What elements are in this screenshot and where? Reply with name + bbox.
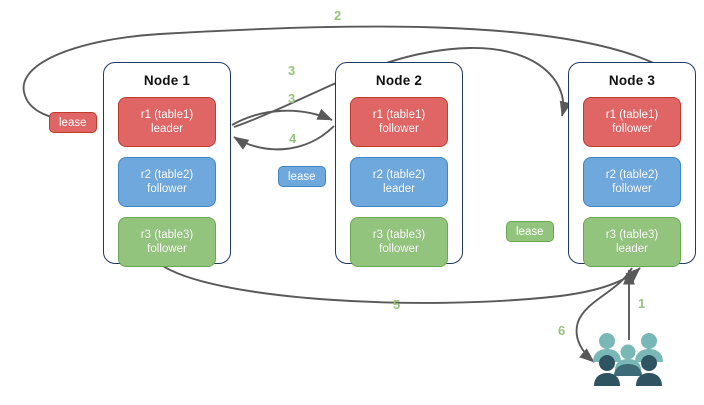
replica-node2-r3[interactable]: r3 (table3) follower xyxy=(350,217,448,267)
replica-node2-r2[interactable]: r2 (table2) leader xyxy=(350,157,448,207)
replica-name: r2 (table2) xyxy=(605,169,659,181)
replica-role: follower xyxy=(379,243,419,255)
replica-node3-r1[interactable]: r1 (table1) follower xyxy=(583,97,681,147)
step-label-5: 5 xyxy=(393,297,401,312)
replica-node3-r3[interactable]: r3 (table3) leader xyxy=(583,217,681,267)
replica-role: leader xyxy=(383,183,415,195)
edge-4-path xyxy=(233,125,335,151)
replica-name: r1 (table1) xyxy=(140,109,194,121)
replica-role: follower xyxy=(612,123,652,135)
replica-role: follower xyxy=(379,123,419,135)
step-label-2: 2 xyxy=(334,8,342,23)
replica-role: follower xyxy=(147,183,187,195)
node-box-1[interactable]: Node 1 r1 (table1) leader r2 (table2) fo… xyxy=(103,62,231,267)
edge-3-lower-path xyxy=(231,108,333,126)
node-title: Node 2 xyxy=(375,73,423,88)
replica-name: r1 (table1) xyxy=(372,109,426,121)
replica-node2-r1[interactable]: r1 (table1) follower xyxy=(350,97,448,147)
node-title: Node 3 xyxy=(608,73,656,88)
step-label-3b: 3 xyxy=(288,91,296,106)
node-box-2[interactable]: Node 2 r1 (table1) follower r2 (table2) … xyxy=(335,62,463,267)
replica-role: leader xyxy=(616,243,648,255)
replica-name: r3 (table3) xyxy=(140,229,194,241)
replica-node1-r2[interactable]: r2 (table2) follower xyxy=(118,157,216,207)
replica-name: r1 (table1) xyxy=(605,109,659,121)
node-title: Node 1 xyxy=(143,73,191,88)
replica-node1-r3[interactable]: r3 (table3) follower xyxy=(118,217,216,267)
replica-role: leader xyxy=(151,123,183,135)
replica-node3-r2[interactable]: r2 (table2) follower xyxy=(583,157,681,207)
step-label-4: 4 xyxy=(289,131,297,146)
replica-node1-r1[interactable]: r1 (table1) leader xyxy=(118,97,216,147)
lease-badge-red[interactable]: lease xyxy=(49,112,97,133)
replica-role: follower xyxy=(147,243,187,255)
node-box-3[interactable]: Node 3 r1 (table1) follower r2 (table2) … xyxy=(568,62,696,267)
step-label-6: 6 xyxy=(558,323,566,338)
step-label-1: 1 xyxy=(638,296,646,311)
people-icon xyxy=(593,333,663,386)
replica-name: r3 (table3) xyxy=(605,229,659,241)
clients-group[interactable] xyxy=(592,332,670,388)
replica-name: r2 (table2) xyxy=(372,169,426,181)
replica-name: r3 (table3) xyxy=(372,229,426,241)
lease-badge-blue[interactable]: lease xyxy=(278,166,326,187)
replica-name: r2 (table2) xyxy=(140,169,194,181)
lease-badge-green[interactable]: lease xyxy=(506,221,554,242)
step-label-3a: 3 xyxy=(288,63,296,78)
replica-role: follower xyxy=(612,183,652,195)
